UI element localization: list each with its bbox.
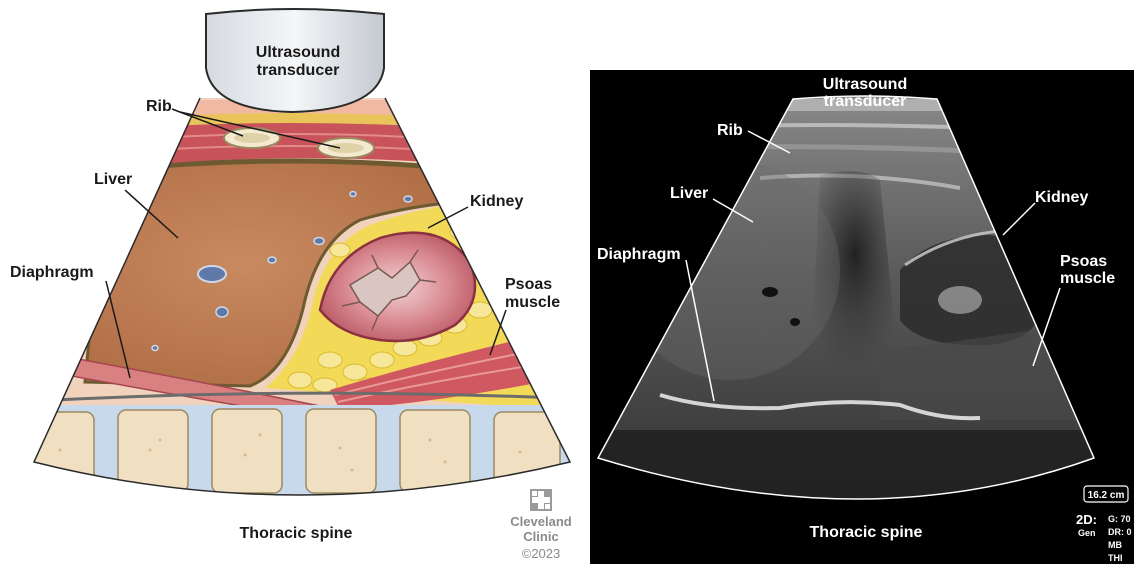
illustration-liver-label: Liver bbox=[94, 171, 132, 188]
illustration-transducer-label-line2: transducer bbox=[257, 62, 340, 79]
us-psoas-label-line1: Psoas bbox=[1060, 253, 1107, 270]
cleveland-clinic-logo: Cleveland Clinic ©2023 bbox=[510, 489, 571, 561]
gain-readout: G: 70 bbox=[1108, 514, 1131, 524]
illustration-diaphragm-label: Diaphragm bbox=[10, 264, 94, 281]
us-kidney-label: Kidney bbox=[1035, 189, 1088, 206]
anatomy-illustration: Ultrasound transducer Rib Liver Kidney D… bbox=[0, 9, 600, 542]
illustration-psoas-label-line2: muscle bbox=[505, 294, 560, 311]
illustration-transducer-label-line1: Ultrasound bbox=[256, 44, 340, 61]
copyright-text: ©2023 bbox=[522, 546, 561, 561]
illustration-kidney-label: Kidney bbox=[470, 193, 523, 210]
liver-vessel bbox=[198, 266, 226, 282]
illustration-psoas-label-line1: Psoas bbox=[505, 276, 552, 293]
illustration-spine-label: Thoracic spine bbox=[240, 525, 353, 542]
us-psoas-label-line2: muscle bbox=[1060, 270, 1115, 287]
preset-readout: Gen bbox=[1078, 528, 1096, 538]
us-spine-label: Thoracic spine bbox=[810, 524, 923, 541]
thi-readout: THI bbox=[1108, 553, 1123, 563]
illustration-rib-label: Rib bbox=[146, 98, 172, 115]
mode-readout: 2D: bbox=[1076, 512, 1097, 527]
mb-readout: MB bbox=[1108, 540, 1122, 550]
us-transducer-label-line2: transducer bbox=[824, 93, 907, 110]
logo-text-line1: Cleveland bbox=[510, 514, 571, 529]
us-liver-label: Liver bbox=[670, 185, 708, 202]
us-diaphragm-label: Diaphragm bbox=[597, 246, 681, 263]
cleveland-clinic-cross-icon bbox=[530, 489, 552, 511]
logo-text-line2: Clinic bbox=[523, 529, 558, 544]
us-transducer-label-line1: Ultrasound bbox=[823, 76, 907, 93]
depth-readout: 16.2 cm bbox=[1088, 490, 1125, 501]
ultrasound-image: Ultrasound transducer Rib Liver Kidney D… bbox=[590, 70, 1134, 564]
dynamic-range-readout: DR: 0 bbox=[1108, 527, 1132, 537]
us-rib-label: Rib bbox=[717, 122, 743, 139]
